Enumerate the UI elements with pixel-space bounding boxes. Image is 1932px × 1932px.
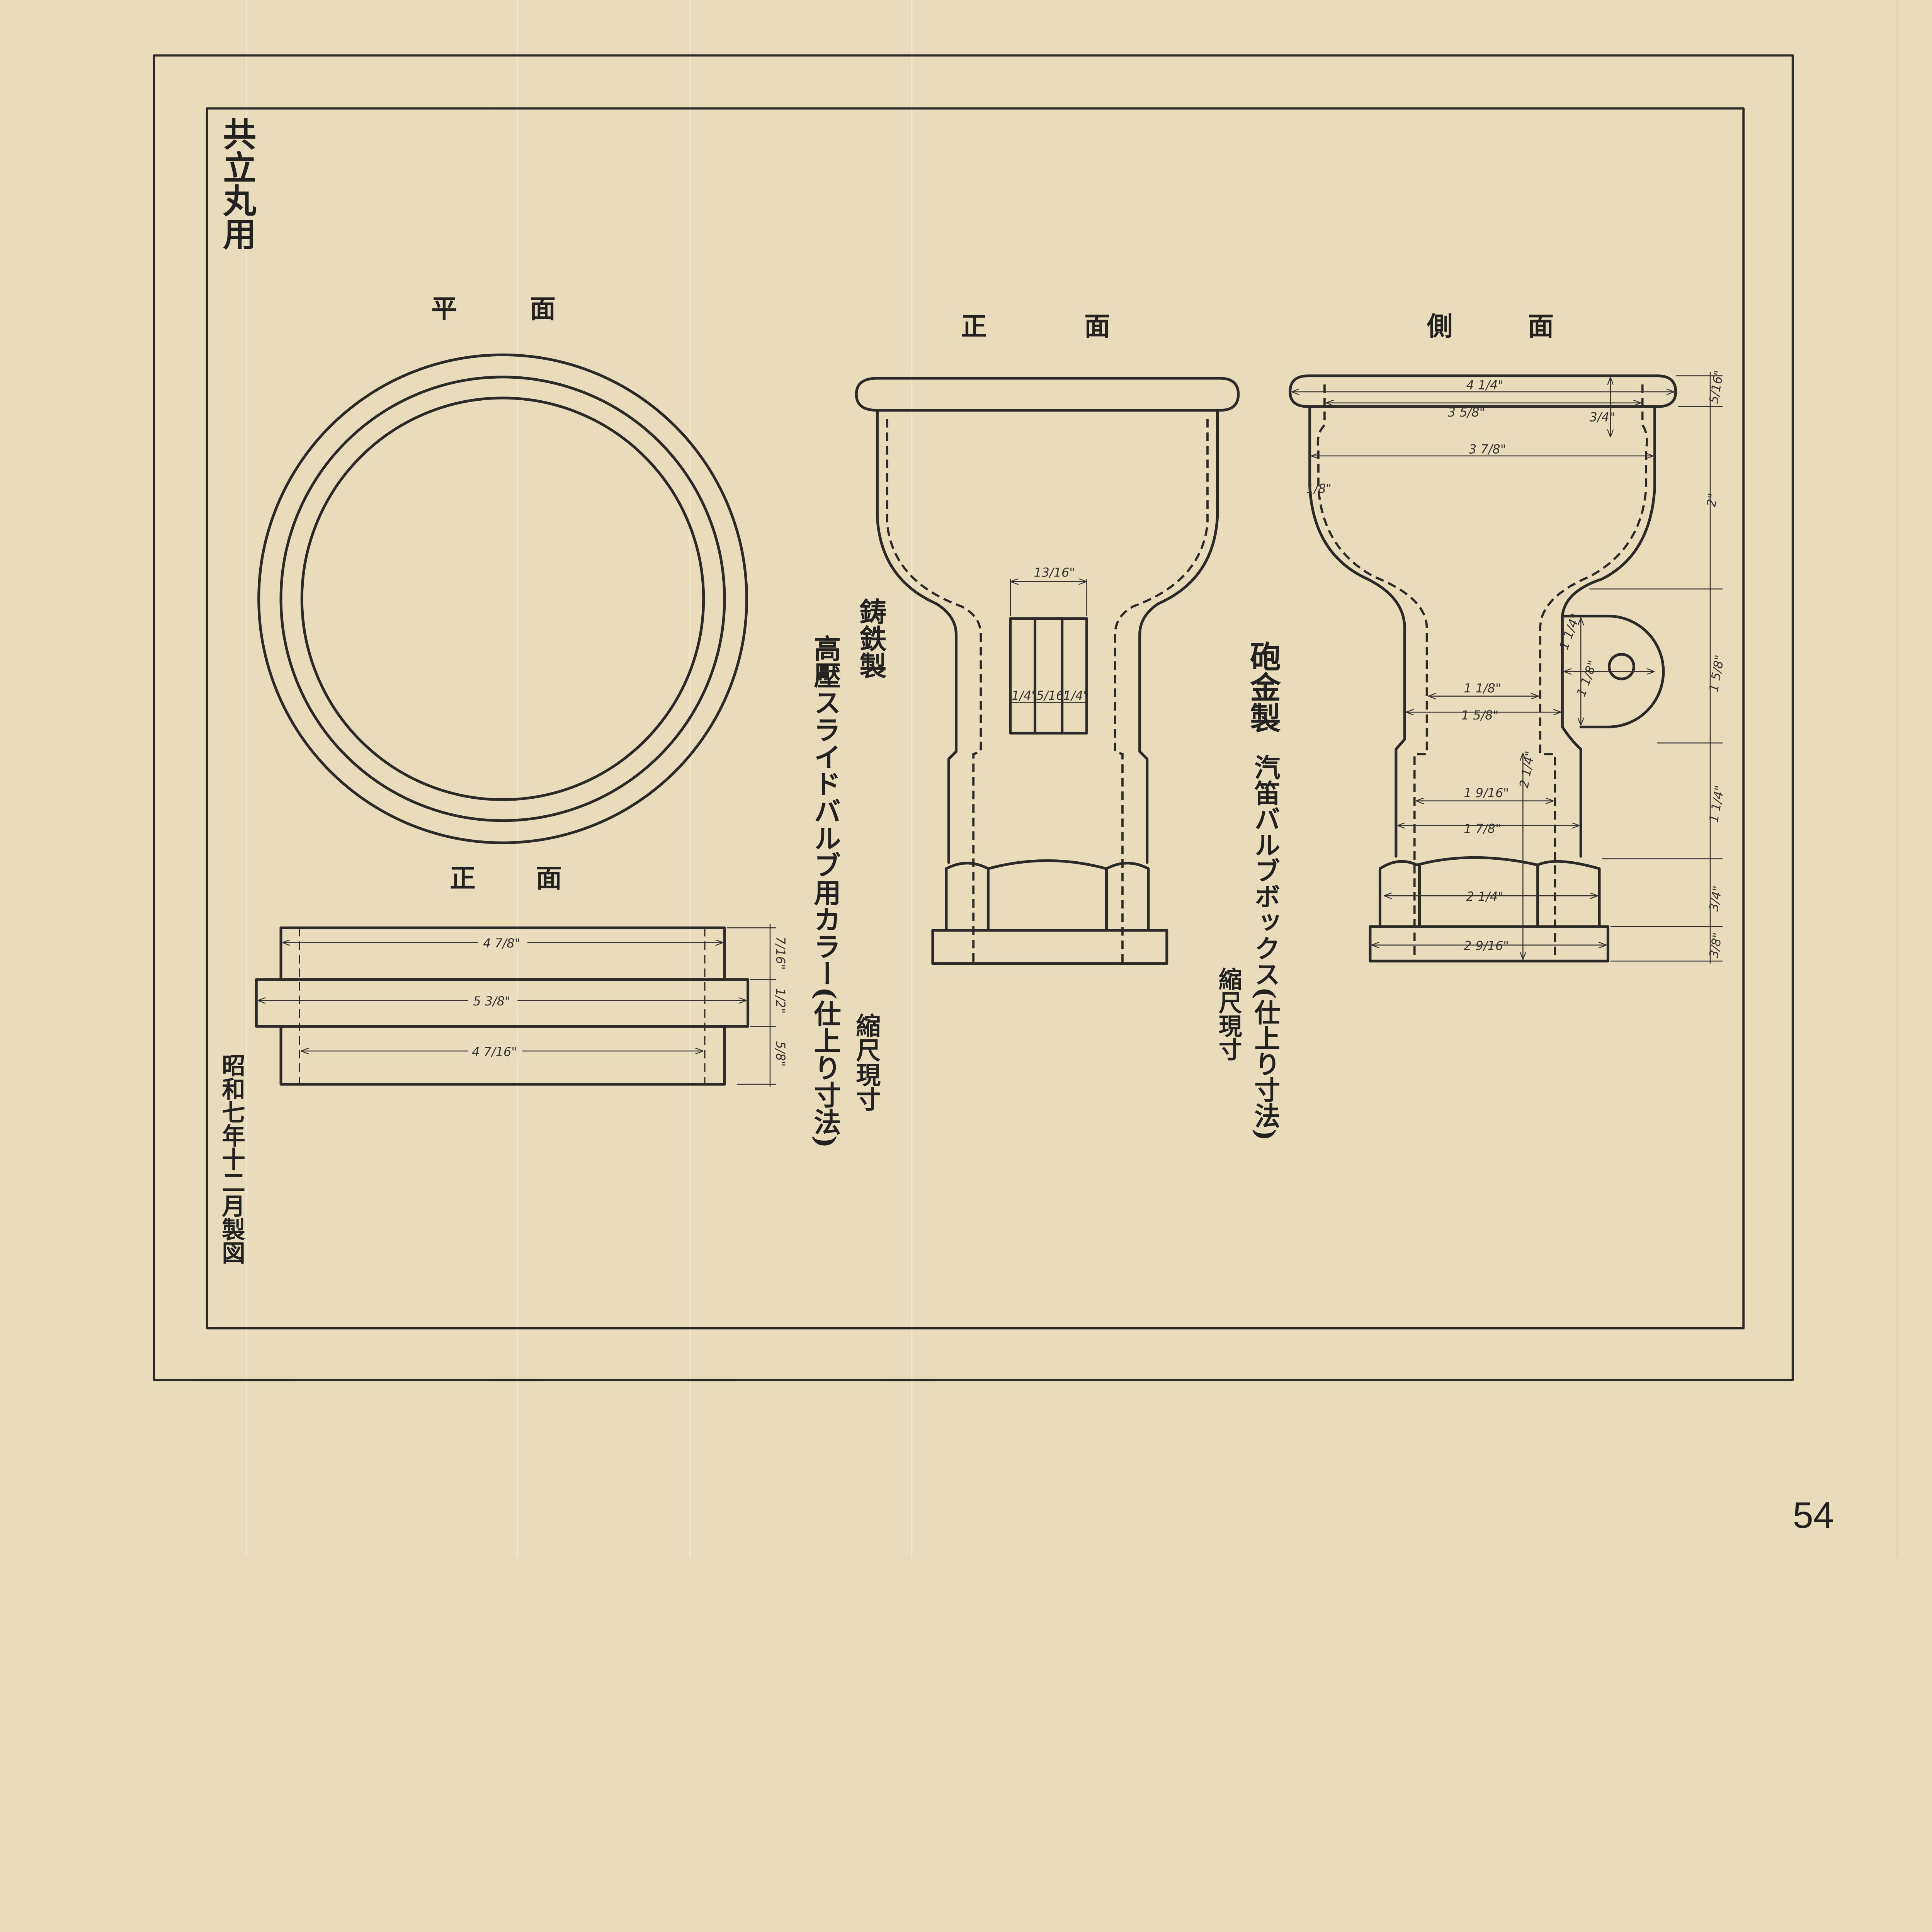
side-dim-lip-outer: 4 1/4" xyxy=(1466,378,1503,393)
collar-plan-view xyxy=(257,353,748,844)
valve-box-material: 砲金製 xyxy=(1245,641,1281,733)
side-view-label-1: 側 xyxy=(1427,311,1453,341)
front-dim-wall-left: 1/4" xyxy=(1012,688,1037,703)
drawing-title: 共立丸用 xyxy=(217,117,257,250)
collar-front-label-1: 正 xyxy=(450,863,476,893)
drawing-sheet: 共立丸用 昭和七年十二月製図 54 平 面 正 面 4 7/8" 5 3/8" … xyxy=(153,0,1899,1558)
collar-material: 鋳鉄製 xyxy=(855,598,887,679)
collar-dim-flange-width: 5 3/8" xyxy=(473,994,510,1009)
collar-scale: 縮尺現寸 xyxy=(852,1013,881,1111)
side-dim-nut-width: 2 1/4" xyxy=(1466,889,1503,904)
side-dim-wall: 1/8" xyxy=(1306,481,1332,496)
valve-box-front-view xyxy=(855,377,1240,965)
side-dim-lip-inner: 3 5/8" xyxy=(1448,405,1485,420)
plan-view-label-2: 面 xyxy=(530,294,556,324)
front-view-label-2: 面 xyxy=(1084,311,1110,341)
side-dim-bore-lower: 1 9/16" xyxy=(1464,786,1509,800)
collar-dim-bottom-width: 4 7/16" xyxy=(472,1044,517,1059)
front-dim-section-width: 13/16" xyxy=(1034,565,1075,580)
page-number: 54 xyxy=(1793,1495,1834,1536)
side-dim-base-width: 2 9/16" xyxy=(1464,939,1509,953)
drawing-date: 昭和七年十二月製図 xyxy=(218,1053,245,1264)
inner-border xyxy=(206,107,1745,1330)
collar-dim-top-width: 4 7/8" xyxy=(483,936,520,951)
front-view-label-1: 正 xyxy=(961,311,987,341)
front-dim-wall-right: 1/4" xyxy=(1063,688,1089,703)
collar-name: 高壓スライドバルブ用カラー(仕上り寸法) xyxy=(810,634,842,1148)
side-dim-neck-inner: 1 1/8" xyxy=(1464,681,1501,696)
side-dim-lip-depth: 3/4" xyxy=(1590,410,1615,425)
side-dim-bowl: 3 7/8" xyxy=(1469,442,1506,456)
valve-box-side-view xyxy=(1289,372,1723,964)
side-dim-body-lower: 1 7/8" xyxy=(1464,821,1501,836)
side-dim-neck-outer: 1 5/8" xyxy=(1461,708,1498,723)
collar-dim-h-bottom: 5/8" xyxy=(773,1041,788,1067)
collar-dim-h-top: 7/16" xyxy=(773,936,788,969)
paper-streaks xyxy=(246,0,1899,1558)
collar-front-label-2: 面 xyxy=(536,863,562,893)
outer-border xyxy=(153,54,1794,1381)
front-dim-bore: 5/16" xyxy=(1036,688,1070,703)
collar-front-view xyxy=(255,924,776,1087)
collar-dim-h-mid: 1/2" xyxy=(773,988,788,1014)
side-view-label-2: 面 xyxy=(1528,311,1554,341)
side-dim-v-bowl: 2" xyxy=(1704,492,1720,508)
valve-box-scale: 縮尺現寸 xyxy=(1215,967,1242,1061)
plan-view-label-1: 平 xyxy=(431,294,457,324)
valve-box-name: 汽笛バルブボックス(仕上り寸法) xyxy=(1250,754,1281,1141)
